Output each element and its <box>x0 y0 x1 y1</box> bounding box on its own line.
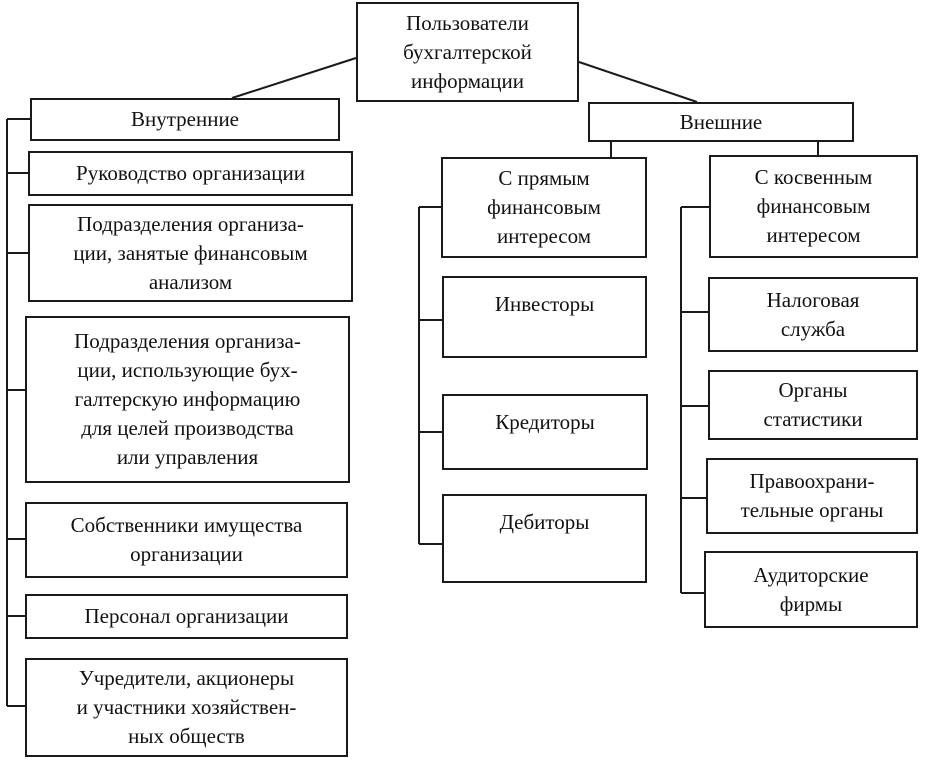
indirect-item-label: Правоохрани- тельные органы <box>740 469 884 522</box>
internal-item: Подразделения организа- ции, использующи… <box>25 316 350 483</box>
direct-interest-box: С прямым финансовым интересом <box>441 157 647 258</box>
direct-item: Дебиторы <box>442 494 647 583</box>
internal-box: Внутренние <box>30 98 340 141</box>
connector-root-external <box>578 61 698 103</box>
root-label: Пользователи бухгалтерской информации <box>403 10 532 93</box>
direct-item-label: Инвесторы <box>494 292 595 316</box>
indirect-item: Правоохрани- тельные органы <box>706 458 918 534</box>
direct-item-label: Кредиторы <box>495 410 595 434</box>
internal-item: Подразделения организа- ции, занятые фин… <box>28 204 353 302</box>
internal-item-label: Учредители, акционеры и участники хозяйс… <box>76 666 297 748</box>
direct-item: Кредиторы <box>442 394 648 470</box>
internal-item-label: Подразделения организа- ции, занятые фин… <box>73 211 308 294</box>
internal-item: Учредители, акционеры и участники хозяйс… <box>25 658 348 757</box>
indirect-item: Органы статистики <box>708 370 918 440</box>
direct-interest-label: С прямым финансовым интересом <box>487 166 601 248</box>
indirect-interest-label: С косвенным финансовым интересом <box>754 165 873 247</box>
root-box: Пользователи бухгалтерской информации <box>356 2 579 102</box>
external-label: Внешние <box>679 109 763 134</box>
direct-item: Инвесторы <box>442 276 647 358</box>
internal-item-label: Руководство организации <box>76 161 305 185</box>
connector-root-internal <box>231 57 357 99</box>
internal-item: Персонал организации <box>25 594 348 639</box>
indirect-item: Аудиторские фирмы <box>704 551 918 628</box>
internal-label: Внутренние <box>130 107 240 131</box>
internal-item-label: Собственники имущества организации <box>70 513 303 566</box>
internal-item: Собственники имущества организации <box>25 502 348 578</box>
indirect-interest-box: С косвенным финансовым интересом <box>709 155 918 258</box>
indirect-item-label: Органы статистики <box>763 378 863 431</box>
internal-item: Руководство организации <box>28 151 353 196</box>
internal-item-label: Подразделения организа- ции, использующи… <box>74 329 301 469</box>
internal-item-label: Персонал организации <box>84 604 289 628</box>
indirect-item-label: Аудиторские фирмы <box>753 562 869 616</box>
indirect-item-label: Налоговая служба <box>766 287 860 341</box>
indirect-item: Налоговая служба <box>708 277 918 352</box>
external-box: Внешние <box>588 102 854 142</box>
direct-item-label: Дебиторы <box>499 510 590 534</box>
